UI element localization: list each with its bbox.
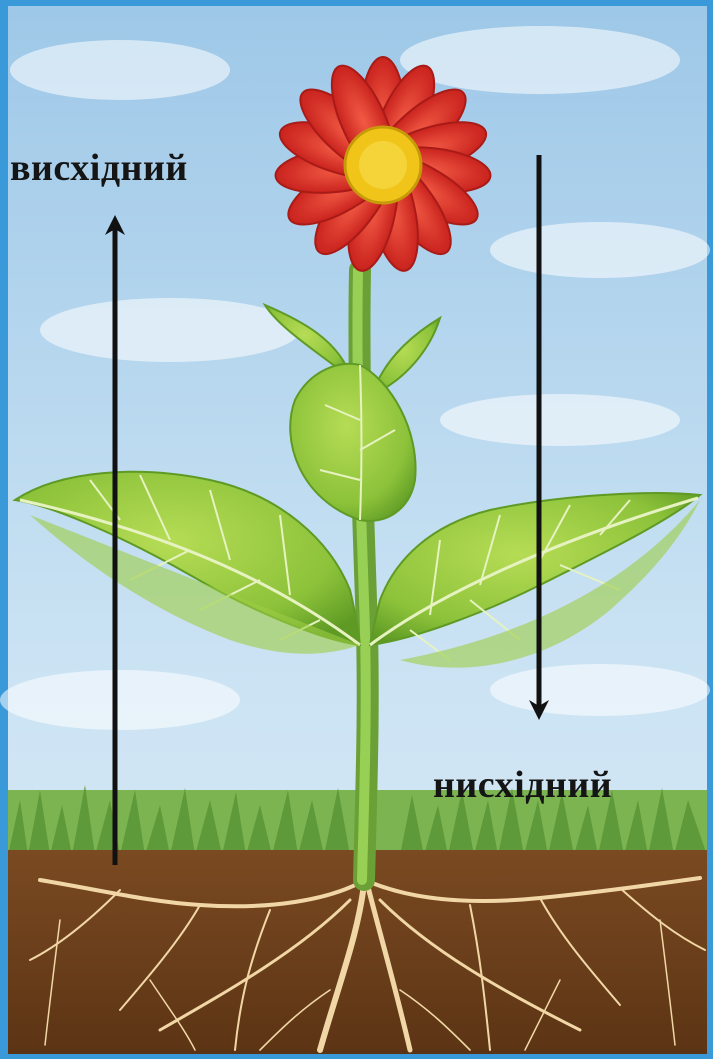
descending-label: нисхідний bbox=[433, 763, 612, 807]
ascending-label: висхідний bbox=[10, 146, 188, 190]
plant-stem bbox=[357, 270, 367, 880]
